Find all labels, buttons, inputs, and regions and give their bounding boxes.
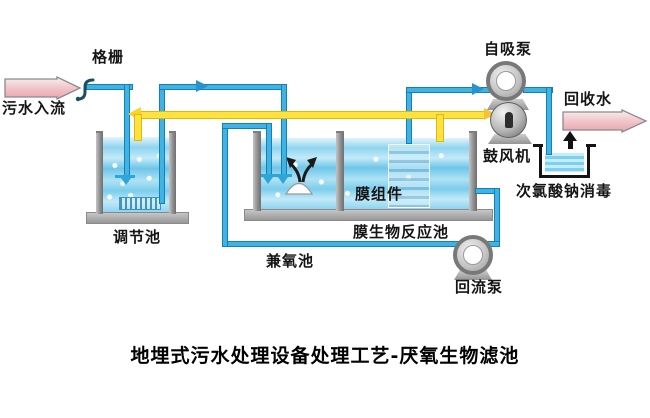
bioreactor-wall-right	[469, 131, 477, 211]
basin-lip-right	[586, 144, 596, 147]
mbr-tank-label: 膜生物反应池	[353, 223, 450, 241]
pipe-tank1-riser	[159, 84, 165, 204]
recycled-water-label: 回收水	[564, 90, 613, 108]
diffuser-tip	[263, 177, 273, 184]
bioreactor-wall-middle	[336, 131, 344, 211]
blower-port-icon	[504, 112, 513, 128]
blower-base	[488, 134, 532, 144]
gas-release-arrows-icon	[286, 157, 317, 183]
inflow-label: 污水入流	[2, 99, 67, 117]
self-priming-pump	[486, 61, 526, 101]
membrane-module	[388, 144, 430, 208]
sludge-cone-icon	[285, 182, 313, 195]
bioreactor-wall-left	[253, 131, 261, 211]
bioreactor-base	[244, 209, 493, 221]
basin-lip-left	[533, 144, 543, 147]
diffuser-bar	[261, 174, 275, 177]
inflow-arrow-icon	[4, 76, 82, 100]
grid-screen-icon	[75, 78, 95, 102]
up-arrow-stem	[568, 140, 573, 149]
membrane-module-label: 膜组件	[355, 185, 404, 203]
diffuser-bar	[115, 175, 135, 178]
pipe-air-membrane	[436, 114, 444, 142]
pipe-air-tank1	[134, 114, 142, 141]
reflux-pump-label: 回流泵	[455, 278, 504, 296]
bioreactor-water	[256, 138, 474, 209]
flow-arrow-icon	[196, 80, 208, 92]
pump-inner	[463, 245, 483, 265]
flow-arrow-icon	[472, 83, 484, 95]
regulating-tank-label: 调节池	[113, 228, 162, 246]
disinfection-label: 次氯酸钠消毒	[516, 182, 613, 200]
diagram-title: 地埋式污水处理设备处理工艺-厌氧生物滤池	[130, 345, 520, 367]
blower-label: 鼓风机	[483, 147, 532, 165]
disinfection-basin	[539, 144, 590, 178]
diffuser-bar	[272, 174, 292, 177]
aeration-diffuser	[119, 197, 161, 210]
pump-inner	[496, 71, 516, 91]
pipe-return-left	[222, 123, 228, 247]
blower-sphere	[490, 102, 527, 138]
pipe-return-top	[222, 123, 272, 129]
reflux-pump	[453, 235, 493, 275]
reflux-pump-base	[454, 270, 492, 280]
diffuser-tip	[121, 178, 131, 185]
regulating-tank-wall-right	[169, 131, 176, 214]
pipe-air-main	[140, 111, 486, 119]
pipe-return-right	[494, 188, 500, 247]
self-priming-pump-label: 自吸泵	[484, 40, 533, 58]
pipe-transfer-drop	[281, 84, 287, 178]
pipe-transfer	[159, 84, 287, 90]
regulating-tank-wall-left	[96, 131, 103, 214]
diffuser-tip	[278, 177, 288, 184]
up-arrow-icon	[563, 131, 577, 141]
regulating-tank-base	[86, 212, 189, 224]
facultative-tank-label: 兼氧池	[266, 252, 315, 270]
pipe-return-drop	[266, 123, 272, 178]
disinfection-water	[545, 153, 584, 172]
pipe-inflow-drop	[124, 84, 130, 178]
grid-label: 格栅	[92, 48, 125, 66]
pipe-pump-out-v	[546, 87, 552, 155]
recycle-arrow-icon	[562, 109, 648, 133]
